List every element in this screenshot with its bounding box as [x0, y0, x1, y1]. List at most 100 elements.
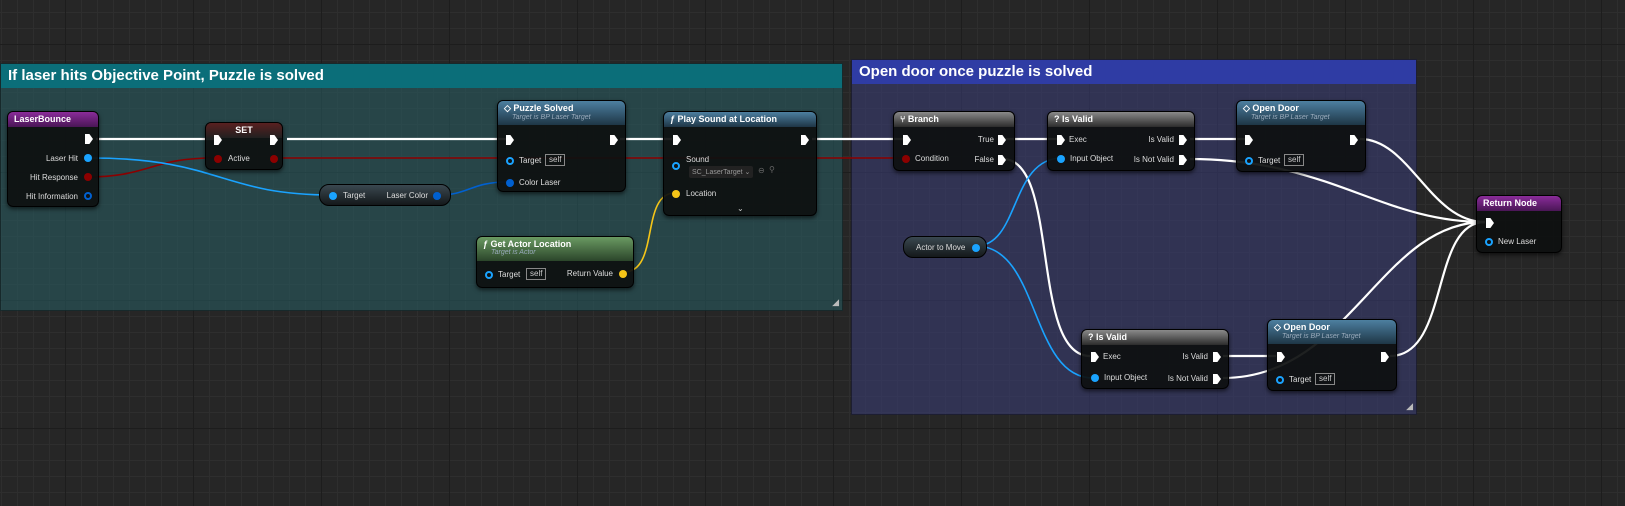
hit-information-pin[interactable] — [84, 192, 92, 200]
laser-color-pin[interactable] — [433, 192, 441, 200]
condition-pin[interactable] — [902, 155, 910, 163]
is-not-valid-exec-pin[interactable] — [1213, 374, 1221, 384]
search-icon[interactable]: ⚲ — [769, 165, 775, 174]
target-self-field[interactable]: self — [526, 268, 547, 280]
question-icon: ? — [1054, 114, 1062, 124]
active-out-pin[interactable] — [270, 155, 278, 163]
browse-icon[interactable]: ⊖ — [758, 166, 765, 175]
target-pin[interactable] — [506, 157, 514, 165]
node-title: Puzzle Solved — [513, 103, 574, 113]
sound-asset-value: SC_LaserTarget — [692, 169, 743, 176]
target-pin[interactable] — [1276, 376, 1284, 384]
variable-label: Actor to Move — [916, 243, 966, 252]
exec-in-pin[interactable] — [506, 135, 514, 145]
exec-in-pin[interactable] — [903, 135, 911, 145]
exec-in-pin[interactable] — [1486, 218, 1494, 228]
pin-label: Color Laser — [519, 178, 561, 187]
location-pin[interactable] — [672, 190, 680, 198]
bool-wire — [85, 157, 215, 178]
exec-out-pin[interactable] — [801, 135, 809, 145]
pin-label: Active — [228, 154, 250, 163]
pin-label: Laser Color — [386, 191, 428, 200]
node-actor-to-move[interactable]: Actor to Move — [903, 236, 987, 258]
active-in-pin[interactable] — [214, 155, 222, 163]
node-title: Is Valid — [1096, 332, 1128, 342]
exec-wire — [1002, 157, 1091, 358]
event-icon: ◇ — [1243, 103, 1253, 113]
hit-response-pin[interactable] — [84, 173, 92, 181]
exec-out-pin[interactable] — [1350, 135, 1358, 145]
node-header: ⑂ Branch — [894, 112, 1014, 127]
is-valid-exec-pin[interactable] — [1179, 135, 1187, 145]
node-branch[interactable]: ⑂ Branch True Condition False — [893, 111, 1015, 171]
target-pin[interactable] — [485, 271, 493, 279]
object-wire — [975, 245, 1094, 379]
pin-label: Hit Information — [25, 192, 78, 201]
target-pin[interactable] — [329, 192, 337, 200]
exec-out-pin[interactable] — [610, 135, 618, 145]
pin-label: Sound — [686, 155, 710, 164]
exec-out-pin[interactable] — [85, 134, 93, 144]
expand-chevron-icon[interactable]: ⌄ — [737, 204, 744, 213]
actor-to-move-pin[interactable] — [972, 244, 980, 252]
target-pin[interactable] — [1245, 157, 1253, 165]
sound-pin[interactable] — [672, 162, 680, 170]
resize-handle-icon[interactable]: ◢ — [832, 297, 839, 307]
node-is-valid-2[interactable]: ? Is Valid Exec Is Valid Input Object Is… — [1081, 329, 1229, 389]
is-valid-exec-pin[interactable] — [1213, 352, 1221, 362]
node-set[interactable]: SET Active — [205, 122, 283, 170]
exec-out-pin[interactable] — [1381, 352, 1389, 362]
node-subtitle: Target is BP Laser Target — [1251, 114, 1330, 121]
pin-label: Exec — [1103, 352, 1121, 361]
return-value-pin[interactable] — [619, 270, 627, 278]
true-exec-pin[interactable] — [998, 135, 1006, 145]
node-title: Open Door — [1283, 322, 1330, 332]
exec-in-pin[interactable] — [214, 135, 222, 145]
exec-in-pin[interactable] — [673, 135, 681, 145]
node-title: LaserBounce — [8, 112, 98, 127]
resize-handle-icon[interactable]: ◢ — [1406, 401, 1413, 411]
pin-label: Hit Response — [29, 173, 78, 182]
function-icon: ƒ — [483, 239, 491, 249]
target-self-field[interactable]: self — [1284, 154, 1305, 166]
new-laser-pin[interactable] — [1485, 238, 1493, 246]
sound-asset-dropdown[interactable]: SC_LaserTarget ⌄ — [689, 166, 754, 178]
input-object-pin[interactable] — [1091, 374, 1099, 382]
node-title: Get Actor Location — [490, 239, 572, 249]
node-return[interactable]: Return Node New Laser — [1476, 195, 1562, 253]
is-not-valid-exec-pin[interactable] — [1179, 155, 1187, 165]
node-laser-color-getter[interactable]: Target Laser Color — [319, 184, 451, 206]
pin-label: Target — [519, 156, 542, 165]
pin-label: Exec — [1069, 135, 1087, 144]
input-object-pin[interactable] — [1057, 155, 1065, 163]
node-play-sound-at-location[interactable]: ƒ Play Sound at Location Sound SC_LaserT… — [663, 111, 817, 216]
exec-in-pin[interactable] — [1091, 352, 1099, 362]
comment-title[interactable]: If laser hits Objective Point, Puzzle is… — [1, 64, 842, 88]
target-self-field[interactable]: self — [1315, 373, 1336, 385]
exec-out-pin[interactable] — [270, 135, 278, 145]
comment-title[interactable]: Open door once puzzle is solved — [852, 60, 1416, 84]
event-icon: ◇ — [504, 103, 514, 113]
exec-in-pin[interactable] — [1245, 135, 1253, 145]
laser-hit-pin[interactable] — [84, 154, 92, 162]
node-is-valid-1[interactable]: ? Is Valid Exec Is Valid Input Object Is… — [1047, 111, 1195, 171]
pin-label: Target — [1258, 156, 1281, 165]
node-header: ƒ Play Sound at Location — [664, 112, 816, 127]
node-laserbounce[interactable]: LaserBounce Laser Hit Hit Response Hit I… — [7, 111, 99, 207]
target-self-field[interactable]: self — [545, 154, 566, 166]
exec-wire — [1389, 220, 1486, 358]
exec-in-pin[interactable] — [1057, 135, 1065, 145]
node-title: Return Node — [1477, 196, 1561, 211]
pin-label: Is Valid — [1148, 135, 1174, 144]
pin-label: Return Value — [566, 269, 613, 278]
color-laser-pin[interactable] — [506, 179, 514, 187]
false-exec-pin[interactable] — [998, 155, 1006, 165]
exec-in-pin[interactable] — [1277, 352, 1285, 362]
